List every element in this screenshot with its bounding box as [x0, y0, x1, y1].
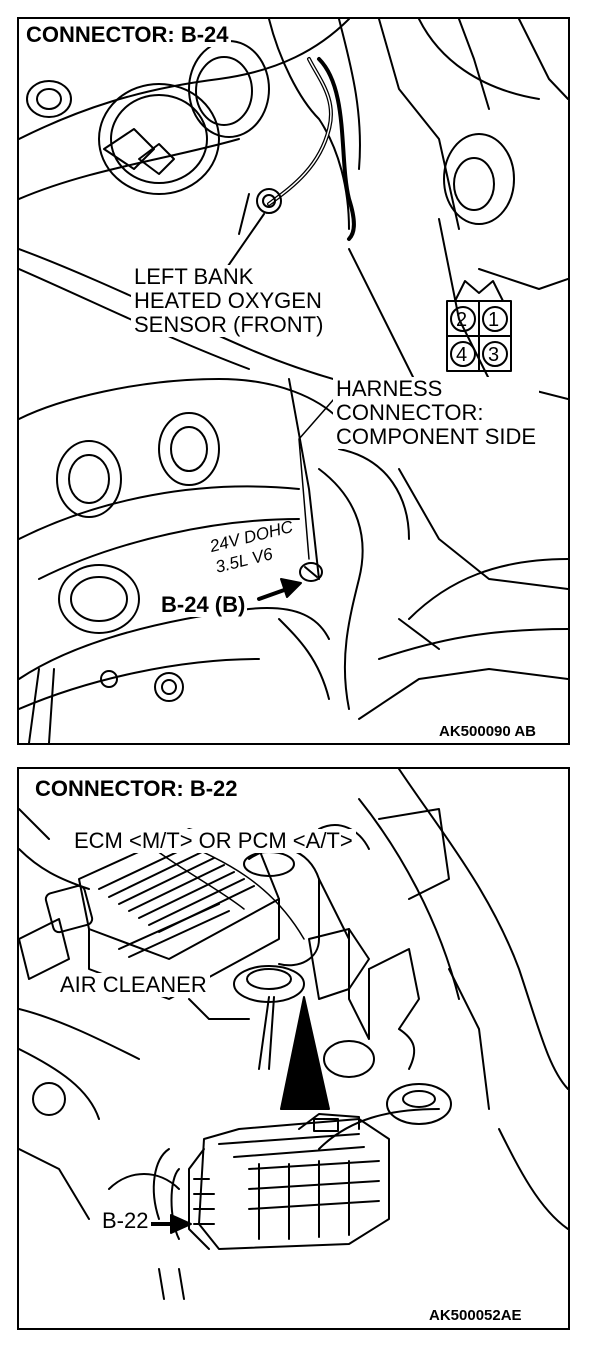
air-cleaner-label: AIR CLEANER: [57, 973, 210, 997]
panel-title: CONNECTOR: B-22: [33, 776, 240, 801]
connector-callout: B-22: [99, 1209, 152, 1233]
engine-bay-illustration-b22: [19, 769, 568, 1300]
harness-label-line-2: CONNECTOR:: [336, 400, 484, 425]
harness-label: HARNESS CONNECTOR: COMPONENT SIDE: [333, 376, 540, 449]
sensor-label-line-1: LEFT BANK: [134, 264, 254, 289]
harness-label-line-1: HARNESS: [336, 376, 443, 401]
connector-callout: B-24 (B): [159, 592, 248, 617]
sensor-label-line-3: SENSOR (FRONT): [134, 312, 324, 337]
ecm-pcm-label: ECM <M/T> OR PCM <A/T>: [71, 829, 356, 853]
sensor-label: LEFT BANK HEATED OXYGEN SENSOR (FRONT): [131, 264, 327, 337]
connector-pinout-diagram: [446, 280, 512, 372]
reference-code: AK500052AE: [427, 1307, 524, 1324]
sensor-label-line-2: HEATED OXYGEN: [134, 288, 322, 313]
diagram-panel-b22: CONNECTOR: B-22 ECM <M/T> OR PCM <A/T> A…: [17, 767, 570, 1330]
pin-1: 1: [488, 309, 500, 331]
diagram-panel-b24: 2 1 4 3 24V DOHC 3.5L V6 CONNECTOR: B-24…: [17, 17, 570, 745]
pin-4: 4: [456, 344, 468, 366]
pin-circles: [450, 306, 508, 367]
ecm-module-drawing: [152, 1113, 390, 1300]
pin-3: 3: [488, 344, 500, 366]
harness-label-line-3: COMPONENT SIDE: [336, 424, 537, 449]
reference-code: AK500090 AB: [437, 723, 538, 740]
pin-2: 2: [456, 309, 468, 331]
panel-title: CONNECTOR: B-24: [24, 22, 231, 47]
